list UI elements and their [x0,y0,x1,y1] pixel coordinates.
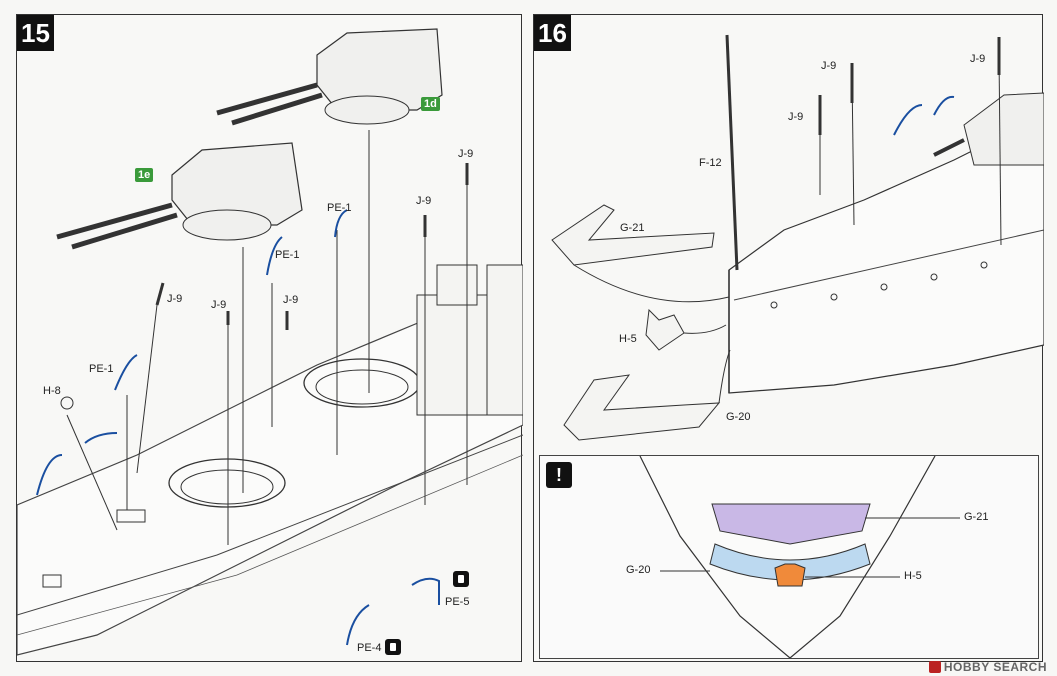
step-16-drawing [551,34,1044,441]
part-ref-1d: 1d [421,97,440,111]
label-h5: H-5 [619,333,637,345]
step-16-number: 16 [534,15,571,51]
step-15-panel: 15 [16,14,523,662]
label-h8: H-8 [43,385,61,397]
watermark-text: HOBBY SEARCH [943,660,1047,674]
label-j9-e: J-9 [283,294,299,306]
label-g20: G-20 [726,411,751,423]
watermark-logo-icon [928,661,941,673]
label-pe1-b: PE-1 [275,249,300,261]
photo-etch-icon [453,571,469,587]
label-pe5: PE-5 [445,596,470,608]
label-j9-c: J-9 [167,293,183,305]
label-j9-b: J-9 [788,111,804,123]
warning-icon: ! [546,462,572,488]
inset-drawing [639,456,960,658]
watermark: HOBBY SEARCH [928,660,1047,674]
label-f12: F-12 [699,157,722,169]
label-g21: G-21 [620,222,645,234]
label-pe1-c: PE-1 [89,363,114,375]
label-pe1-a: PE-1 [327,202,352,214]
label-j9-a: J-9 [458,148,474,160]
label-j9-a: J-9 [821,60,837,72]
inset-label-g21: G-21 [964,511,989,523]
inset-label-g20: G-20 [626,564,651,576]
step-16-panel: 16 J-9 J-9 J-9 F [533,14,1044,662]
step-15-drawing [17,28,523,656]
label-j9-d: J-9 [211,299,227,311]
step-15-number: 15 [17,15,54,51]
label-j9-b: J-9 [416,195,432,207]
detail-inset: ! G-21 G-20 H-5 [539,455,1039,659]
photo-etch-icon [385,639,401,655]
label-pe4: PE-4 [357,642,382,654]
inset-label-h5: H-5 [904,570,922,582]
label-j9-c: J-9 [970,53,986,65]
part-ref-1e: 1e [135,168,154,182]
